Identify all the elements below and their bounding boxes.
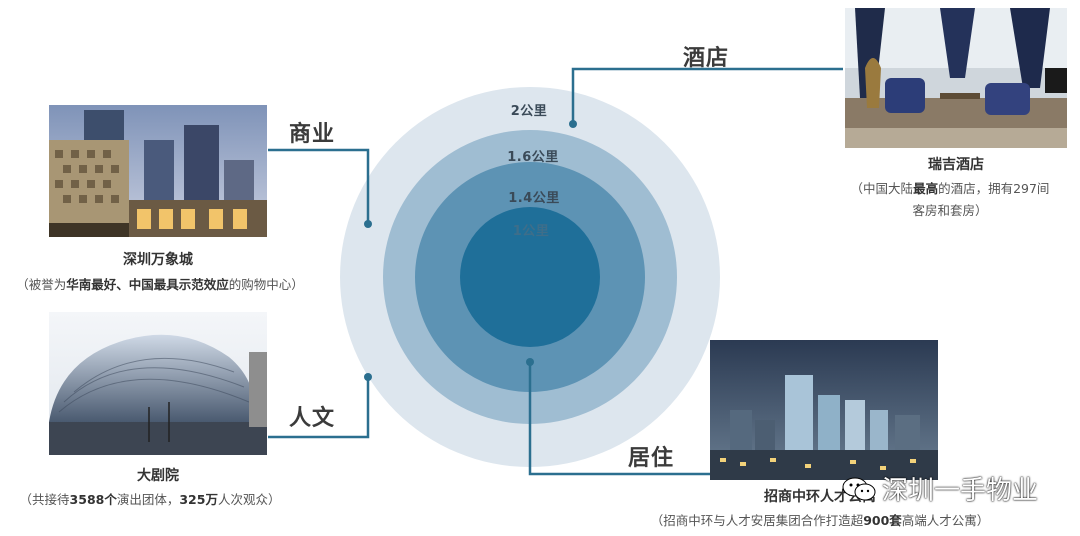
category-commerce: 商业	[289, 122, 336, 147]
connector-dot-living	[526, 358, 534, 366]
category-living: 居住	[628, 446, 675, 471]
ring-label-1-4km: 1.4公里	[508, 191, 560, 206]
connector-hotel	[571, 67, 843, 124]
mixc-name: 深圳万象城	[123, 252, 193, 268]
mixc-description: （被誉为华南最好、中国最具示范效应的购物中心）	[16, 277, 304, 292]
connector-culture	[268, 377, 370, 439]
category-hotel: 酒店	[683, 46, 730, 71]
regent-hotel-description: （中国大陆最高的酒店，拥有297间客房和套房）	[850, 181, 1050, 218]
grand-theatre-name: 大剧院	[137, 468, 179, 484]
connector-dot-hotel	[569, 120, 577, 128]
ring-label-1-6km: 1.6公里	[507, 150, 559, 165]
grand-theatre-description: （共接待3588个演出团体，325万人次观众）	[19, 492, 281, 507]
ring-label-2km: 2公里	[510, 104, 548, 119]
regent-hotel-name: 瑞吉酒店	[928, 157, 984, 173]
category-culture: 人文	[289, 406, 336, 431]
connector-living	[528, 360, 712, 476]
grand-theatre-photo	[49, 312, 267, 455]
mixc-photo	[49, 105, 267, 237]
wechat-icon	[842, 476, 876, 502]
connector-dot-commerce	[364, 220, 372, 228]
ring-1km	[460, 207, 600, 347]
cm-central-photo	[710, 340, 938, 480]
connector-commerce	[268, 148, 370, 224]
watermark: 深圳一手物业	[842, 470, 1038, 507]
connector-dot-culture	[364, 373, 372, 381]
regent-hotel-photo	[845, 8, 1067, 148]
ring-label-1km: 1公里	[512, 224, 550, 239]
cm-central-description: （招商中环与人才安居集团合作打造超900套高端人才公寓）	[650, 513, 990, 528]
watermark-text: 深圳一手物业	[882, 476, 1039, 506]
